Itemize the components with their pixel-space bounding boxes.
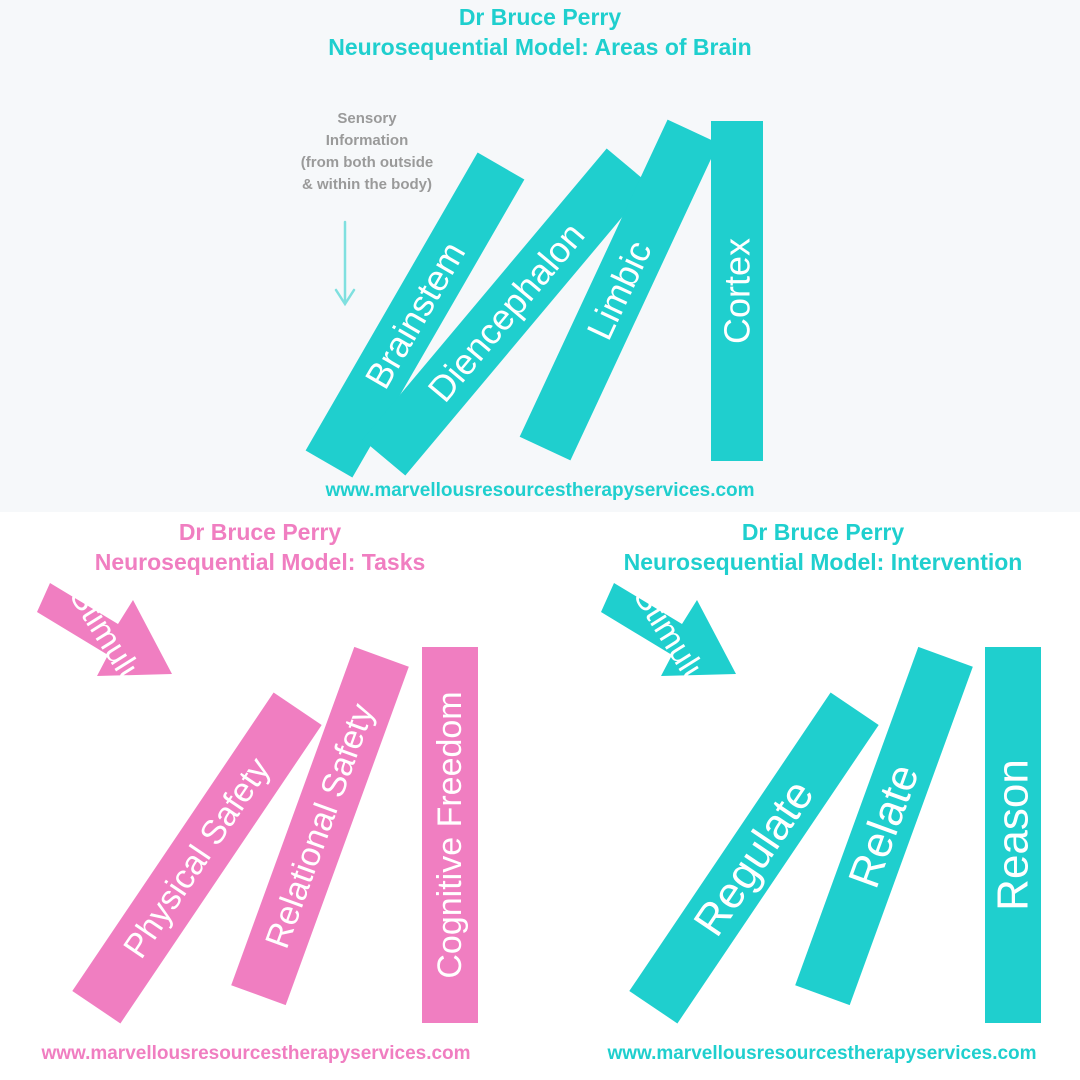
sensory-note-line-2: Information bbox=[325, 132, 409, 149]
intervention-bar-reason-label: Reason bbox=[989, 759, 1038, 911]
intervention-panel-url[interactable]: www.marvellousresourcestherapyservices.c… bbox=[607, 1043, 1037, 1064]
sensory-note-line-3: (from both outside bbox=[300, 154, 434, 171]
intervention-panel-subtitle: Neurosequential Model: Intervention bbox=[623, 549, 1023, 575]
tasks-panel-author: Dr Bruce Perry bbox=[178, 519, 342, 545]
brain-panel-subtitle: Neurosequential Model: Areas of Brain bbox=[328, 34, 752, 60]
tasks-bar-cognitive-freedom: Cognitive Freedom bbox=[422, 647, 478, 1023]
intervention-panel-title: Dr Bruce Perry Neurosequential Model: In… bbox=[580, 517, 1066, 577]
tasks-bar-cognitive-freedom-label: Cognitive Freedom bbox=[431, 691, 469, 978]
tasks-stimulus-arrow: Stimulus bbox=[37, 580, 172, 706]
intervention-bar-regulate-label: Regulate bbox=[684, 771, 823, 944]
intervention-stimulus-arrow: Stimulus bbox=[601, 580, 736, 706]
sensory-down-arrow-icon bbox=[334, 220, 356, 307]
sensory-information-note: Sensory Information (from both outside &… bbox=[282, 108, 452, 196]
brain-panel-url[interactable]: www.marvellousresourcestherapyservices.c… bbox=[325, 480, 755, 501]
brain-panel-author: Dr Bruce Perry bbox=[458, 4, 622, 30]
intervention-panel-author: Dr Bruce Perry bbox=[741, 519, 905, 545]
tasks-panel-title: Dr Bruce Perry Neurosequential Model: Ta… bbox=[40, 517, 480, 577]
intervention-bar-relate-label: Relate bbox=[839, 758, 929, 894]
tasks-panel-subtitle: Neurosequential Model: Tasks bbox=[94, 549, 426, 575]
sensory-note-line-1: Sensory bbox=[337, 110, 397, 127]
tasks-stimulus-arrow-icon bbox=[37, 583, 172, 676]
brain-bar-cortex: Cortex bbox=[711, 121, 763, 461]
intervention-stimulus-arrow-icon bbox=[601, 583, 736, 676]
tasks-panel-url[interactable]: www.marvellousresourcestherapyservices.c… bbox=[41, 1043, 471, 1064]
sensory-note-line-4: & within the body) bbox=[302, 176, 432, 193]
intervention-bar-relate: Relate bbox=[795, 646, 973, 1006]
brain-bar-cortex-label: Cortex bbox=[717, 238, 758, 344]
tasks-bar-relational-safety: Relational Safety bbox=[231, 646, 409, 1006]
intervention-bar-reason: Reason bbox=[985, 647, 1041, 1023]
brain-panel-title: Dr Bruce Perry Neurosequential Model: Ar… bbox=[290, 2, 790, 62]
